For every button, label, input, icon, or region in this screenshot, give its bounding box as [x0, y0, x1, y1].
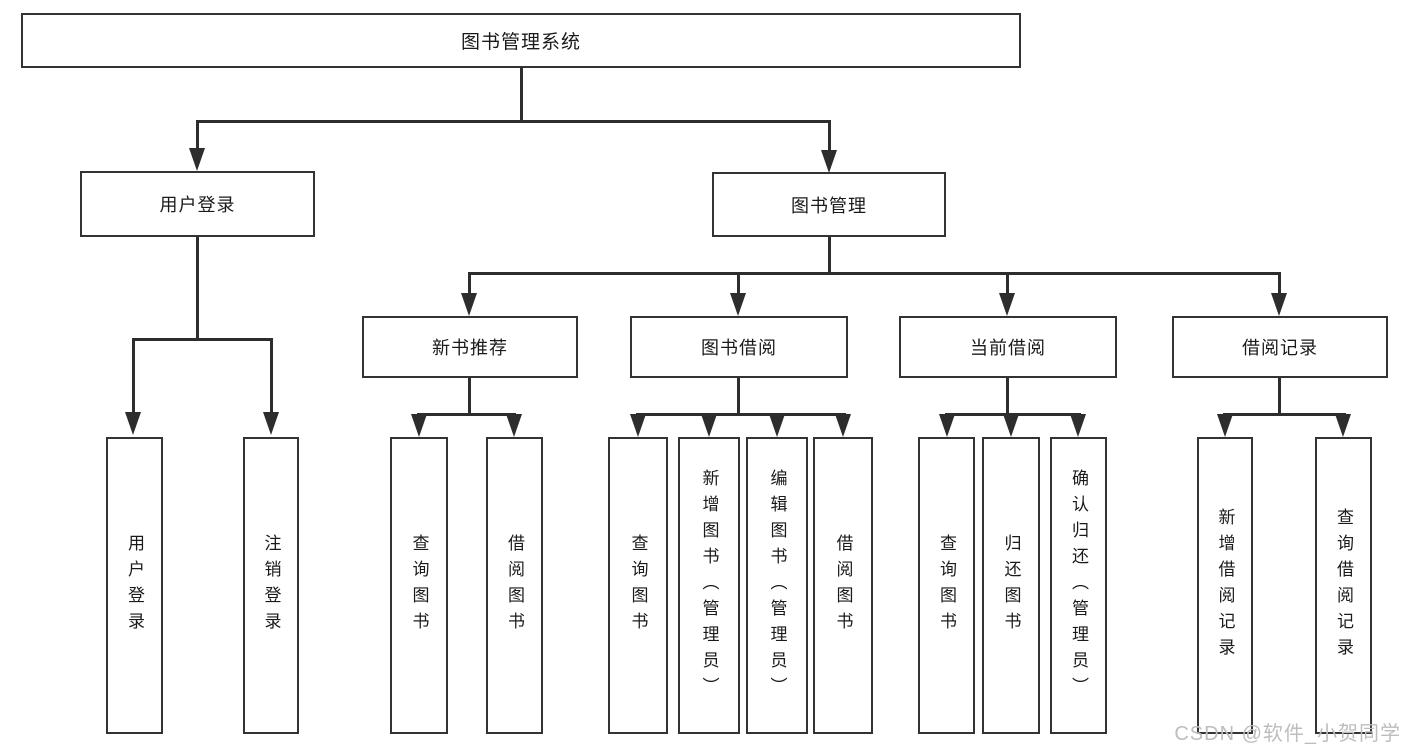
arrowhead-icon	[263, 412, 279, 435]
leaf-bb-edit-books-admin: 编辑图书（管理员）	[746, 437, 808, 734]
leaf-br-add-record: 新增借阅记录	[1197, 437, 1253, 734]
connector-line	[196, 236, 199, 338]
leaf-user-login: 用户登录	[106, 437, 163, 734]
leaf-logout: 注销登录	[243, 437, 299, 734]
node-book-borrow: 图书借阅	[630, 316, 848, 378]
arrowhead-icon	[769, 414, 785, 437]
node-label: 归还图书	[1001, 533, 1021, 638]
leaf-cb-confirm-return-admin: 确认归还（管理员）	[1050, 437, 1107, 734]
arrowhead-icon	[1217, 414, 1233, 437]
connector-line	[468, 272, 471, 293]
node-label: 新书推荐	[432, 338, 508, 358]
node-current-borrow: 当前借阅	[899, 316, 1117, 378]
arrowhead-icon	[125, 412, 141, 435]
connector-line	[468, 272, 1281, 275]
node-label: 图书管理系统	[460, 32, 581, 53]
node-label: 借阅记录	[1242, 338, 1318, 358]
connector-line	[132, 338, 135, 412]
arrowhead-icon	[461, 293, 477, 316]
connector-line	[828, 237, 831, 272]
node-label: 新增图书（管理员）	[699, 468, 719, 703]
node-borrow-records: 借阅记录	[1172, 316, 1388, 378]
connector-line	[468, 378, 471, 413]
connector-line	[636, 413, 846, 416]
node-label: 确认归还（管理员）	[1069, 468, 1088, 703]
leaf-bb-add-books-admin: 新增图书（管理员）	[678, 437, 740, 734]
arrowhead-icon	[835, 414, 851, 437]
connector-line	[1006, 272, 1009, 293]
csdn-watermark: CSDN @软件_小贺同学	[1174, 723, 1401, 745]
node-label: 查询图书	[937, 533, 956, 638]
connector-line	[737, 378, 740, 413]
leaf-nb-query-books: 查询图书	[390, 437, 448, 734]
arrowhead-icon	[730, 293, 746, 316]
node-book-management: 图书管理	[712, 172, 946, 237]
node-library-system: 图书管理系统	[21, 13, 1021, 68]
connector-line	[196, 120, 199, 148]
connector-line	[132, 338, 273, 341]
connector-line	[520, 68, 523, 120]
connector-line	[1278, 378, 1281, 413]
node-label: 借阅图书	[833, 533, 853, 638]
arrowhead-icon	[506, 414, 522, 437]
connector-line	[1006, 378, 1009, 413]
leaf-cb-query-books: 查询图书	[918, 437, 975, 734]
leaf-nb-borrow-books: 借阅图书	[486, 437, 543, 734]
arrowhead-icon	[939, 414, 955, 437]
arrowhead-icon	[701, 414, 717, 437]
leaf-cb-return-books: 归还图书	[982, 437, 1040, 734]
node-label: 借阅图书	[505, 533, 524, 638]
arrowhead-icon	[999, 293, 1015, 316]
connector-line	[270, 338, 273, 412]
connector-line	[1278, 272, 1281, 293]
node-label: 用户登录	[159, 195, 236, 215]
connector-line	[196, 120, 831, 123]
node-label: 当前借阅	[970, 338, 1046, 358]
arrowhead-icon	[1271, 293, 1287, 316]
arrowhead-icon	[821, 150, 837, 173]
node-label: 图书管理	[791, 195, 867, 216]
connector-line	[1223, 413, 1346, 416]
node-label: 注销登录	[261, 533, 281, 638]
arrowhead-icon	[1335, 414, 1351, 437]
node-label: 图书借阅	[701, 338, 777, 358]
connector-line	[737, 272, 740, 293]
node-label: 新增借阅记录	[1215, 507, 1235, 664]
node-label: 查询图书	[409, 533, 429, 638]
node-label: 用户登录	[125, 533, 144, 638]
arrowhead-icon	[1003, 414, 1019, 437]
node-label: 编辑图书（管理员）	[767, 468, 787, 703]
arrowhead-icon	[1070, 414, 1086, 437]
arrowhead-icon	[411, 414, 427, 437]
node-label: 查询图书	[628, 533, 648, 638]
node-new-book-recommend: 新书推荐	[362, 316, 578, 378]
connector-line	[417, 413, 516, 416]
arrowhead-icon	[630, 414, 646, 437]
node-user-login: 用户登录	[80, 171, 315, 237]
leaf-bb-borrow-books: 借阅图书	[813, 437, 873, 734]
leaf-br-query-record: 查询借阅记录	[1315, 437, 1372, 734]
arrowhead-icon	[189, 148, 205, 171]
connector-line	[828, 120, 831, 150]
node-label: 查询借阅记录	[1334, 507, 1353, 664]
leaf-bb-query-books: 查询图书	[608, 437, 668, 734]
